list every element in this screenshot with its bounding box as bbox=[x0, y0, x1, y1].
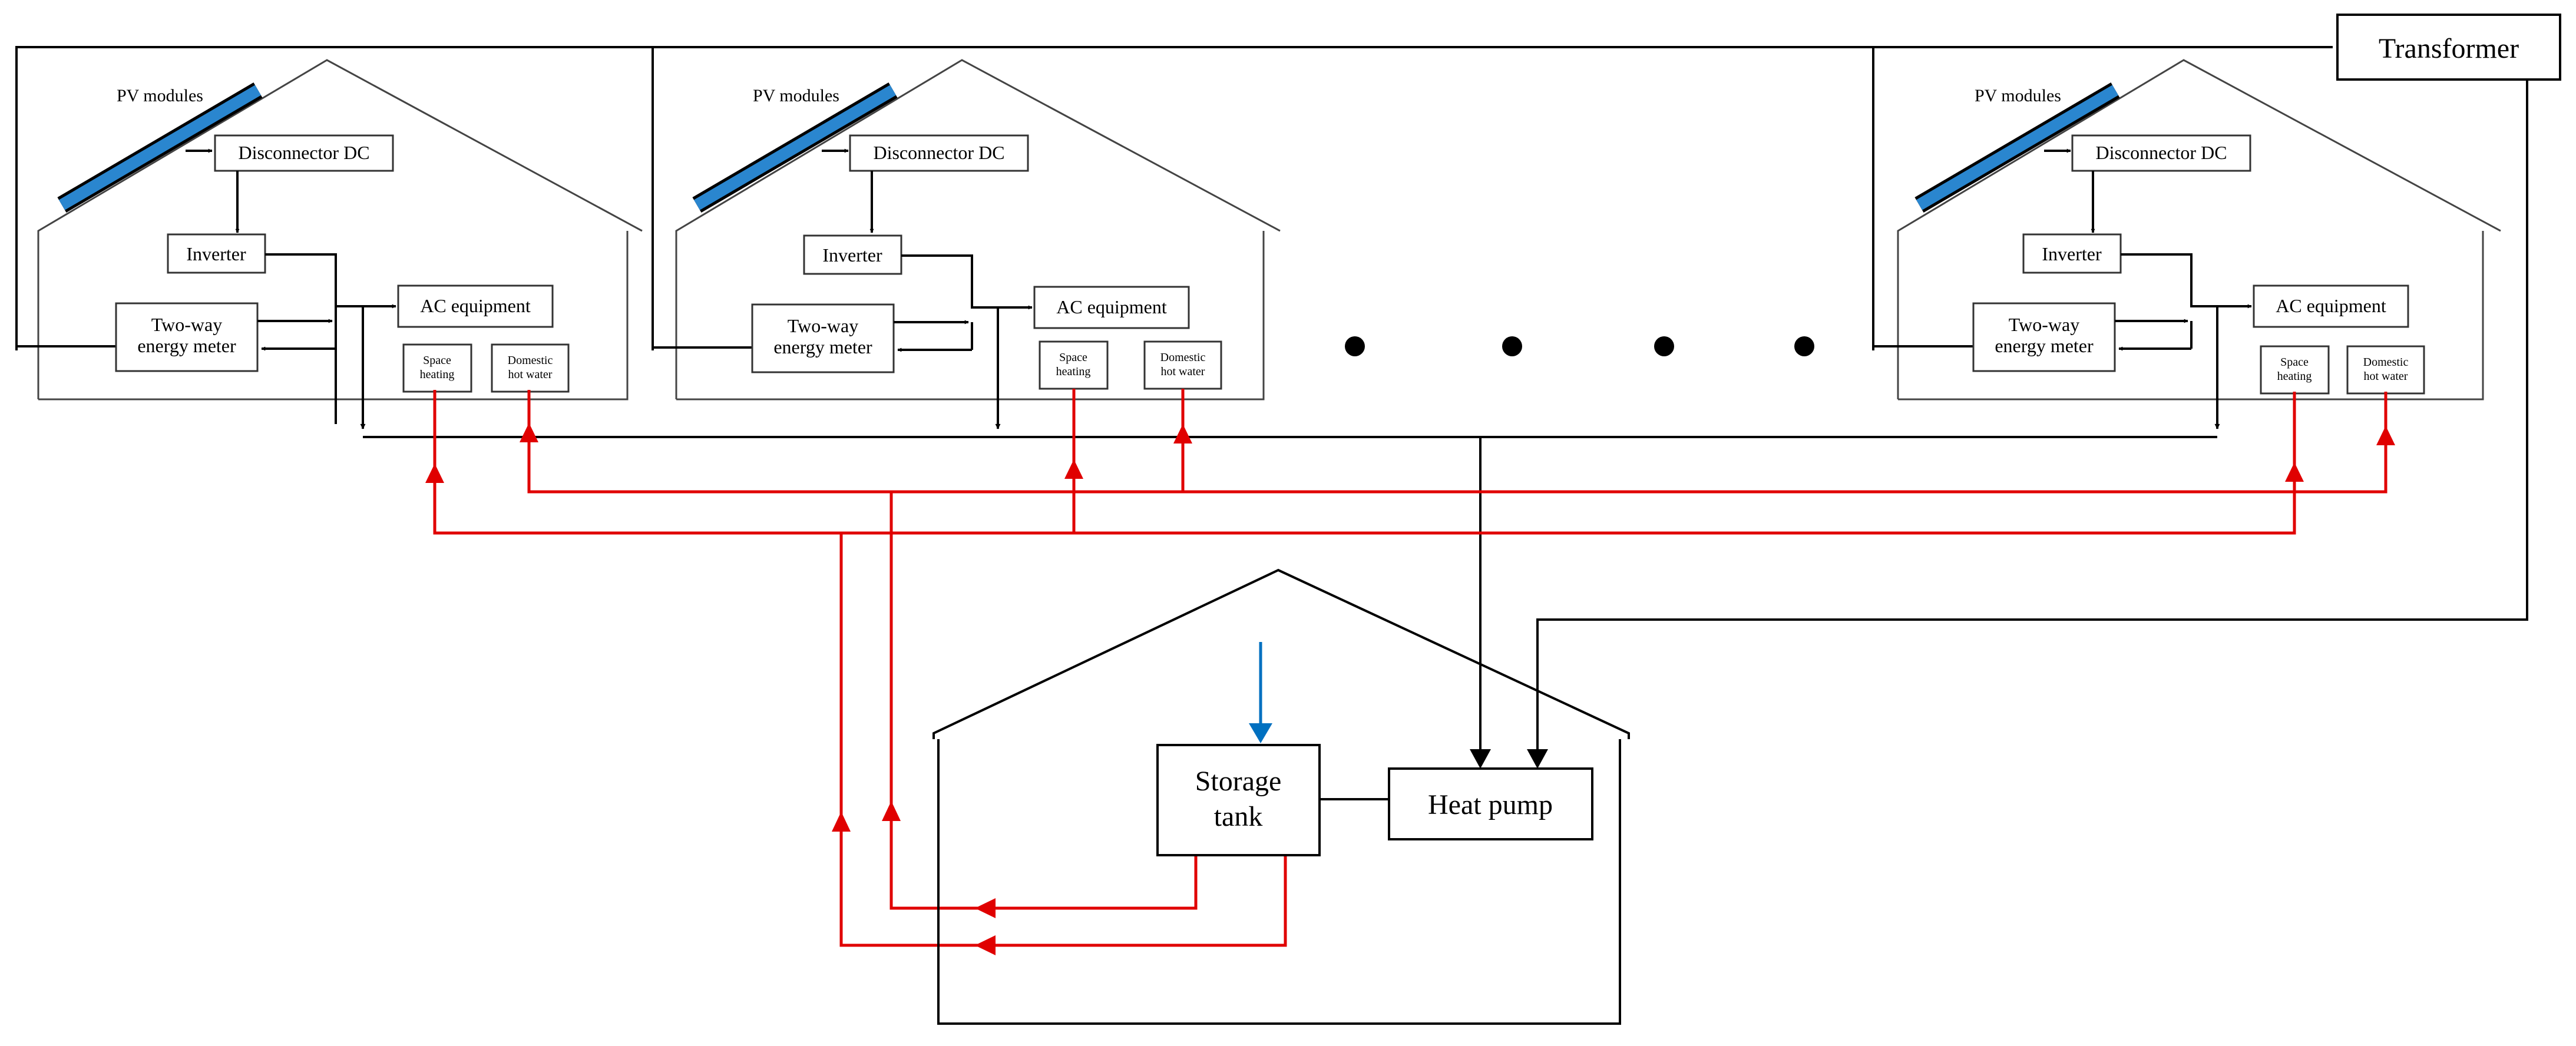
inverter-box bbox=[2022, 233, 2122, 274]
two-way-meter-label-2: energy meter bbox=[137, 335, 236, 356]
two-way-meter-label-2: energy meter bbox=[773, 336, 872, 358]
ac-equipment-box bbox=[397, 284, 554, 328]
pv-modules-label: PV modules bbox=[753, 86, 839, 105]
storage-tank-label-2: tank bbox=[1214, 801, 1263, 832]
disconnector-dc-box bbox=[849, 134, 1029, 172]
space-heating-label-2: heating bbox=[1056, 365, 1091, 378]
inverter-label: Inverter bbox=[186, 243, 246, 264]
inverter-label: Inverter bbox=[822, 244, 882, 266]
central-plant-house: Storage tank Heat pump bbox=[932, 568, 1630, 1025]
cold-water-inlet bbox=[1249, 642, 1272, 743]
transformer-label: Transformer bbox=[2379, 33, 2519, 64]
space-heating-label-1: Space bbox=[2280, 356, 2309, 369]
space-heating-label-2: heating bbox=[420, 368, 455, 381]
dhw-label-2: hot water bbox=[2364, 370, 2408, 383]
ac-equipment-box bbox=[1033, 286, 1190, 329]
pv-modules: PV modules bbox=[1914, 82, 2120, 213]
inverter-label: Inverter bbox=[2042, 243, 2102, 264]
ac-collector-bus bbox=[363, 436, 2217, 769]
two-way-meter-label-2: energy meter bbox=[1995, 335, 2094, 356]
dhw-label-1: Domestic bbox=[2363, 356, 2409, 369]
two-way-meter-box bbox=[115, 302, 259, 372]
disconnector-dc-label: Disconnector DC bbox=[238, 142, 369, 163]
ac-equipment-label: AC equipment bbox=[420, 295, 531, 316]
space-heating-box bbox=[1039, 340, 1109, 390]
space-heating-label-1: Space bbox=[1059, 351, 1087, 364]
two-way-meter-box bbox=[751, 303, 895, 373]
storage-tank-box bbox=[1156, 744, 1321, 856]
storage-tank-label-1: Storage bbox=[1195, 766, 1282, 797]
space-heating-box bbox=[402, 343, 472, 393]
dhw-label-1: Domestic bbox=[508, 354, 553, 367]
disconnector-dc-label: Disconnector DC bbox=[2095, 142, 2227, 163]
ac-equipment-box bbox=[2253, 284, 2409, 328]
house-2: PV modules Disconnector DC Inverter AC e… bbox=[653, 59, 1281, 429]
pv-modules-label: PV modules bbox=[1975, 86, 2061, 105]
inverter-box bbox=[167, 233, 266, 274]
heat-network bbox=[425, 389, 2395, 955]
ac-equipment-label: AC equipment bbox=[1056, 296, 1167, 317]
pv-modules: PV modules bbox=[692, 82, 898, 213]
two-way-meter-label-1: Two-way bbox=[788, 315, 858, 336]
two-way-meter-label-1: Two-way bbox=[151, 314, 222, 335]
heat-pump-label: Heat pump bbox=[1428, 789, 1553, 820]
ac-equipment-label: AC equipment bbox=[2276, 295, 2386, 316]
two-way-meter-label-1: Two-way bbox=[2009, 314, 2079, 335]
pv-modules-label: PV modules bbox=[117, 86, 203, 105]
domestic-hot-water-box bbox=[2346, 345, 2425, 395]
dhw-label-2: hot water bbox=[508, 368, 553, 381]
space-heating-label-1: Space bbox=[423, 354, 451, 367]
house-1: PV modules Disconnector DC Inverter AC e… bbox=[16, 59, 643, 429]
space-heating-label-2: heating bbox=[2277, 370, 2312, 383]
more-houses-ellipsis bbox=[1345, 336, 1814, 356]
house-3: PV modules Disconnector DC Inverter AC e… bbox=[1873, 59, 2501, 429]
dhw-label-1: Domestic bbox=[1160, 351, 1206, 364]
domestic-hot-water-box bbox=[1143, 340, 1222, 390]
disconnector-dc-label: Disconnector DC bbox=[873, 142, 1004, 163]
heat-pump-box bbox=[1388, 767, 1593, 840]
domestic-hot-water-box bbox=[491, 343, 570, 393]
disconnector-dc-box bbox=[2071, 134, 2251, 172]
dhw-label-2: hot water bbox=[1161, 365, 1205, 378]
two-way-meter-box bbox=[1972, 302, 2116, 372]
space-heating-box bbox=[2260, 345, 2330, 395]
transformer: Transformer bbox=[2336, 14, 2561, 81]
disconnector-dc-box bbox=[214, 134, 394, 172]
pv-modules: PV modules bbox=[57, 82, 263, 213]
